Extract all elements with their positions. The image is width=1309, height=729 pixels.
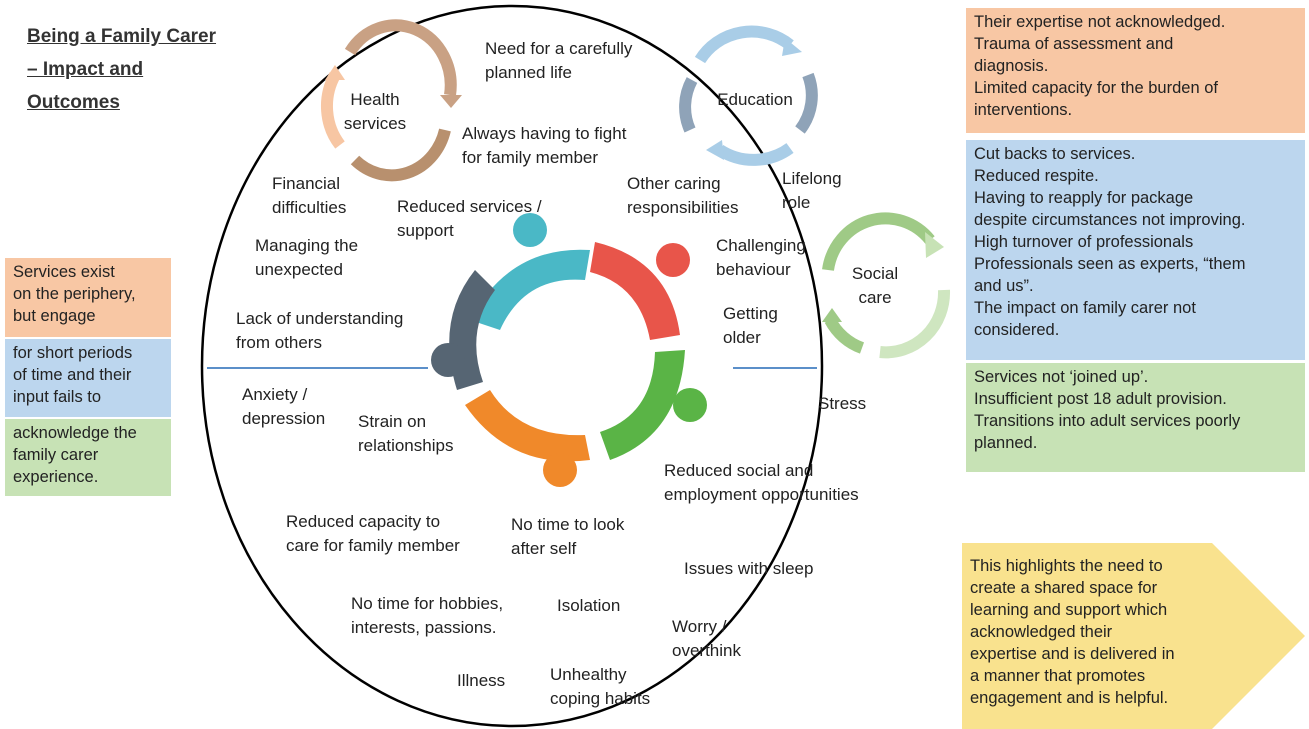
label-reduced-capacity: Reduced capacity to care for family memb… <box>286 512 460 555</box>
people-circle-graphic <box>431 213 707 487</box>
label-strain: Strain on relationships <box>358 412 454 455</box>
label-sleep: Issues with sleep <box>684 559 814 578</box>
label-hobbies: No time for hobbies, interests, passions… <box>351 594 504 637</box>
left-box-blue: for short periods of time and their inpu… <box>5 339 171 417</box>
education-cycle-arrows <box>679 25 818 166</box>
social-care-cycle-arrows <box>822 212 951 359</box>
label-lifelong: Lifelong role <box>782 169 842 212</box>
right-box-green: Services not ‘joined up’. Insufficient p… <box>966 363 1305 472</box>
label-other-caring: Other caring responsibilities <box>627 174 739 217</box>
label-anxiety: Anxiety / depression <box>242 385 326 428</box>
label-unhealthy: Unhealthy coping habits <box>550 665 651 708</box>
label-stress: Stress <box>818 394 867 413</box>
callout-text: This highlights the need to create a sha… <box>970 557 1175 707</box>
right-box-orange: Their expertise not acknowledged. Trauma… <box>966 8 1305 133</box>
label-reduced-social: Reduced social and employment opportunit… <box>664 461 859 504</box>
label-no-time-self: No time to look after self <box>511 515 625 558</box>
label-illness: Illness <box>457 671 506 690</box>
label-fight: Always having to fight for family member <box>462 124 627 167</box>
label-worry: Worry / overthink <box>672 617 741 660</box>
callout-shape <box>962 543 1305 729</box>
left-box-green: acknowledge the family carer experience. <box>5 419 171 496</box>
label-financial: Financial difficulties <box>272 174 347 217</box>
page-title: Being a Family Carer – Impact and Outcom… <box>27 26 217 113</box>
education-label: Education <box>717 90 793 109</box>
health-services-label: Health services <box>343 90 407 133</box>
health-services-cycle-arrows <box>320 19 462 182</box>
label-planned-life: Need for a carefully planned life <box>485 39 633 82</box>
label-reduced-services: Reduced services / support <box>397 197 542 240</box>
label-managing: Managing the unexpected <box>255 236 359 279</box>
label-isolation: Isolation <box>557 596 621 615</box>
left-box-orange: Services exist on the periphery, but eng… <box>5 258 171 337</box>
main-circle <box>200 4 824 728</box>
label-getting-older: Getting older <box>723 304 778 347</box>
label-challenging: Challenging behaviour <box>716 236 806 279</box>
social-care-label: Social care <box>851 264 899 307</box>
right-box-blue: Cut backs to services. Reduced respite. … <box>966 140 1305 360</box>
label-lack-understanding: Lack of understanding from others <box>236 309 404 352</box>
